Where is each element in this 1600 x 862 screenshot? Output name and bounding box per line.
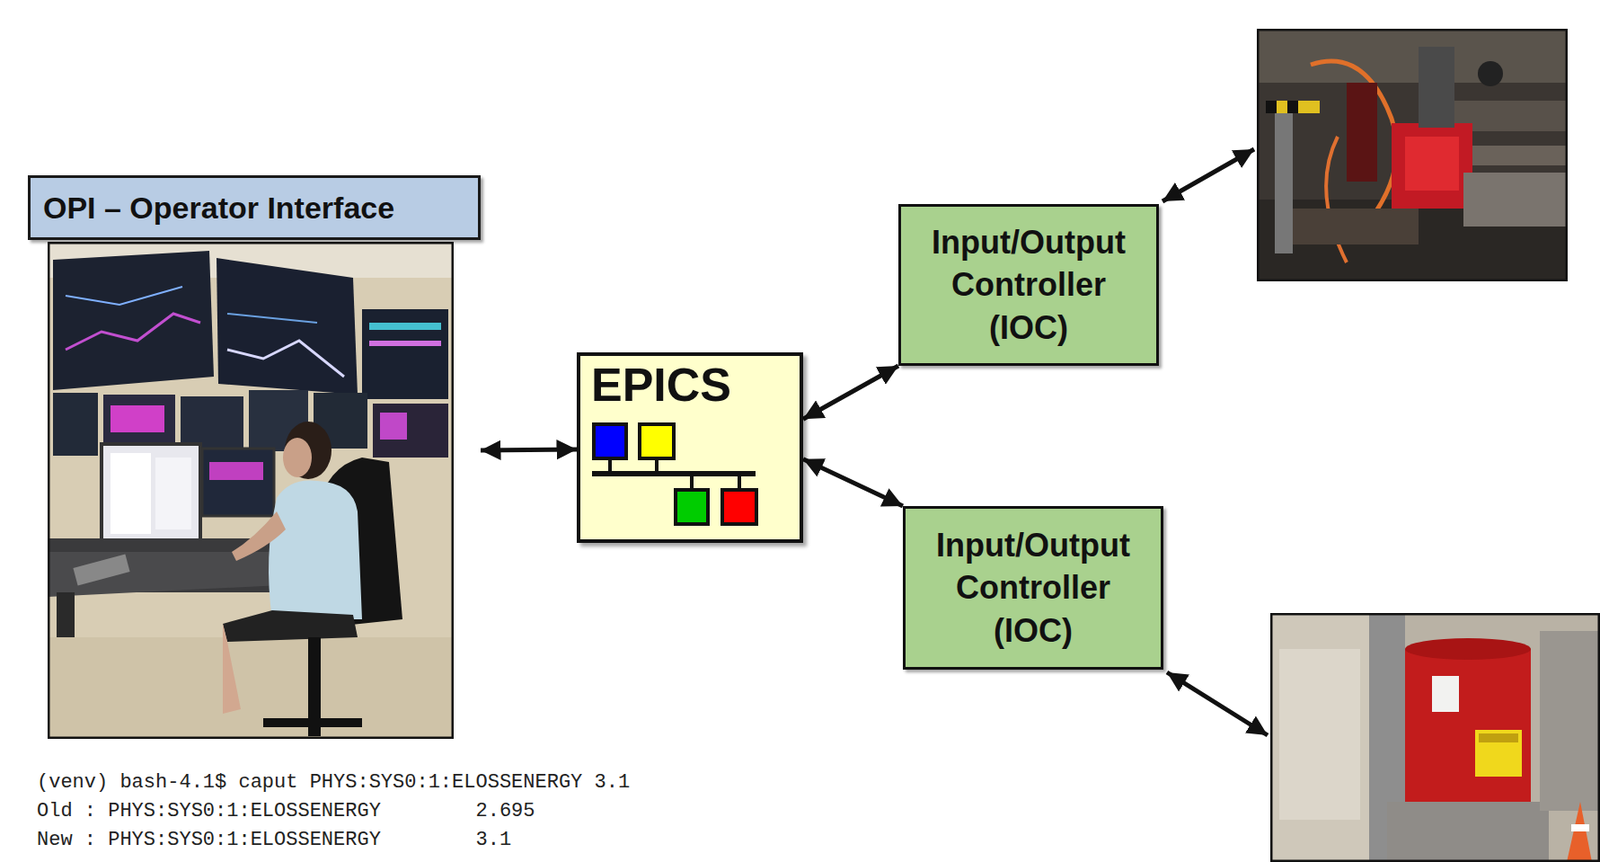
- beamline-photo: [1256, 28, 1568, 282]
- leader-arrow: [1162, 149, 1255, 202]
- node-text: OPI – Operator Interface: [43, 190, 395, 226]
- node-text: Input/Output Controller (IOC): [920, 523, 1146, 653]
- ioc-box: Input/Output Controller (IOC): [898, 203, 1159, 366]
- leader-arrow: [1166, 671, 1268, 735]
- cryostat-photo: [1270, 612, 1600, 862]
- connector-arrow: [480, 447, 577, 453]
- control-room-photo: [47, 241, 454, 739]
- title-band: OPI – Operator Interface: [27, 175, 481, 240]
- terminal-line: New : PHYS:SYS0:1:ELOSSENERGY 3.1: [36, 828, 512, 851]
- node-text: Input/Output Controller (IOC): [916, 220, 1141, 350]
- connector-arrow: [803, 459, 903, 506]
- operator-interface: OPI – Operator Interface: [27, 175, 481, 739]
- terminal-line: Old : PHYS:SYS0:1:ELOSSENERGY 2.695: [36, 799, 536, 823]
- network-icon: [589, 420, 778, 529]
- node-text: EPICS: [591, 359, 789, 411]
- connector-arrow: [803, 365, 899, 419]
- epics-box: EPICS: [576, 352, 804, 543]
- ioc-box: Input/Output Controller (IOC): [902, 505, 1164, 670]
- terminal-line: (venv) bash-4.1$ caput PHYS:SYS0:1:ELOSS…: [36, 770, 630, 794]
